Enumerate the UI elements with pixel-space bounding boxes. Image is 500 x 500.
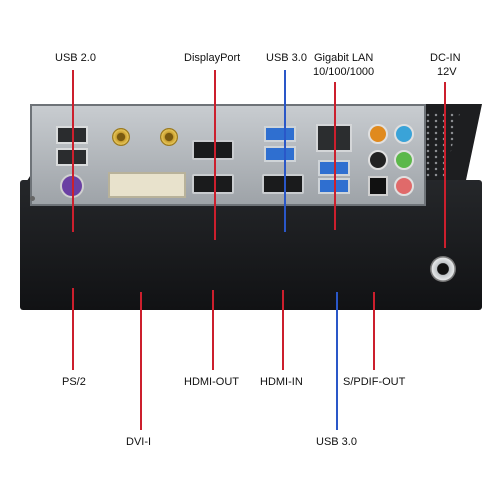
label-hdmi-in: HDMI-IN	[260, 376, 303, 388]
leader-displayport	[214, 70, 216, 240]
leader-dvi-i	[140, 292, 142, 430]
hdmi-out-port	[192, 174, 234, 194]
label-spdif-out: S/PDIF-OUT	[343, 376, 406, 388]
io-shield-plate	[30, 104, 426, 206]
dvi-i-port	[108, 172, 186, 198]
label-usb2: USB 2.0	[55, 52, 96, 64]
dc-in-connector	[430, 256, 456, 282]
spdif-out-port	[368, 176, 388, 196]
leader-dc-in	[444, 82, 446, 248]
leader-gigabit-lan	[334, 82, 336, 230]
label-dc-in-line1: DC-IN	[430, 52, 461, 64]
leader-usb3-top	[284, 70, 286, 232]
audio-jack-black	[368, 150, 388, 170]
leader-hdmi-in	[282, 290, 284, 370]
leader-usb3-bottom	[336, 292, 338, 430]
leader-spdif-out	[373, 292, 375, 370]
audio-jack-blue	[394, 124, 414, 144]
wifi-antenna-connector-1	[112, 128, 130, 146]
usb3-port-top-2	[264, 146, 296, 162]
chassis-screw	[30, 196, 35, 201]
leader-hdmi-out	[212, 290, 214, 370]
label-hdmi-out: HDMI-OUT	[184, 376, 239, 388]
usb3-port-top-1	[264, 126, 296, 142]
label-ps2: PS/2	[62, 376, 86, 388]
label-gigabit-lan-line1: Gigabit LAN	[314, 52, 374, 64]
label-usb3-top: USB 3.0	[266, 52, 307, 64]
audio-jack-orange	[368, 124, 388, 144]
label-dc-in-line2: 12V	[437, 66, 457, 78]
wifi-antenna-connector-2	[160, 128, 178, 146]
label-dvi-i: DVI-I	[126, 436, 152, 448]
hdmi-in-port	[262, 174, 304, 194]
label-usb3-bottom: USB 3.0	[316, 436, 357, 448]
leader-ps2	[72, 288, 74, 370]
leader-usb2	[72, 70, 74, 232]
label-displayport: DisplayPort	[184, 52, 241, 64]
audio-jack-pink	[394, 176, 414, 196]
label-gigabit-lan-line2: 10/100/1000	[313, 66, 375, 78]
audio-jack-green	[394, 150, 414, 170]
displayport-port	[192, 140, 234, 160]
